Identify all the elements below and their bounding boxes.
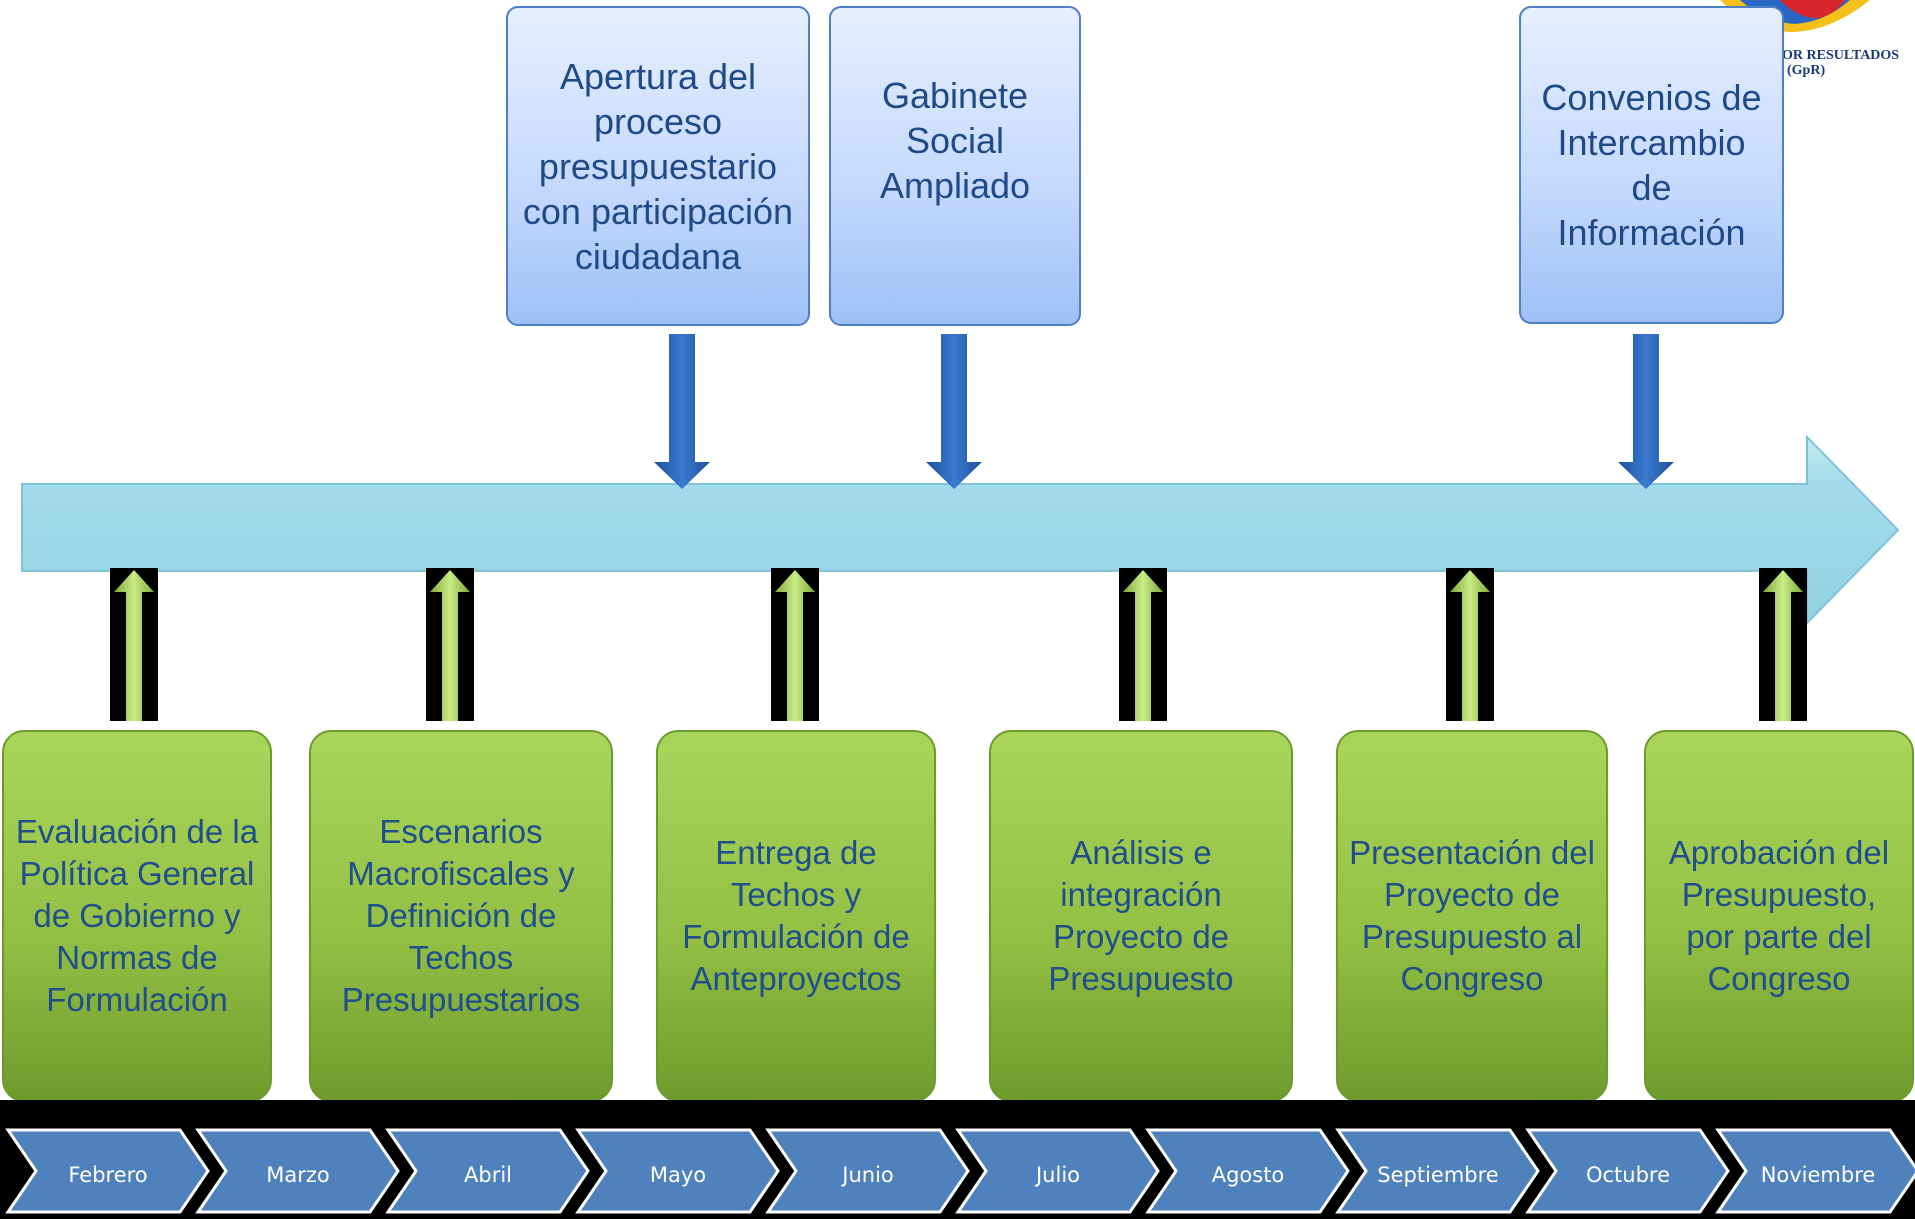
logo-text-line2: (GpR) (1787, 63, 1826, 78)
stage-label: Análisis e integración Proyecto de Presu… (1048, 834, 1234, 997)
stage-box-2: Escenarios Macrofiscales y Definición de… (309, 730, 613, 1102)
month-label-febrero: Febrero (68, 1163, 148, 1187)
down-arrow-gabinete (926, 334, 982, 489)
stage-label: Escenarios Macrofiscales y Definición de… (341, 813, 581, 1018)
stage-label: Aprobación del Presupuesto, por parte de… (1668, 834, 1890, 997)
month-chevron-julio (955, 1128, 1160, 1214)
month-label-abril: Abril (464, 1163, 512, 1187)
stage-box-3: Entrega de Techos y Formulación de Antep… (656, 730, 936, 1102)
stage-box-5: Presentación del Proyecto de Presupuesto… (1336, 730, 1608, 1102)
month-label-mayo: Mayo (649, 1163, 707, 1187)
down-arrow-convenios (1618, 334, 1674, 489)
down-arrow-apertura (654, 334, 710, 489)
month-chevrons (5, 1128, 1915, 1214)
month-chevron-abril (385, 1128, 590, 1214)
event-box-apertura: Apertura del proceso presupuestario con … (506, 6, 810, 326)
month-label-julio: Julio (1035, 1163, 1081, 1187)
month-chevron-septiembre (1335, 1128, 1540, 1214)
event-label: Gabinete Social Ampliado (879, 74, 1031, 206)
event-box-convenios: Convenios de Intercambio de Información (1519, 6, 1784, 324)
stage-label: Presentación del Proyecto de Presupuesto… (1349, 834, 1595, 997)
month-chevron-febrero (5, 1128, 210, 1214)
event-box-gabinete: Gabinete Social Ampliado (829, 6, 1081, 326)
stage-box-1: Evaluación de la Política General de Gob… (2, 730, 272, 1102)
stage-label: Entrega de Techos y Formulación de Antep… (682, 834, 910, 997)
month-label-noviembre: Noviembre (1760, 1163, 1876, 1187)
event-label: Convenios de Intercambio de Información (1541, 77, 1762, 253)
month-label-agosto: Agosto (1211, 1163, 1285, 1187)
up-arrow-3 (771, 568, 819, 721)
month-chevron-marzo (195, 1128, 400, 1214)
event-label: Apertura del proceso presupuestario con … (522, 55, 794, 277)
month-label-octubre: Octubre (1585, 1163, 1671, 1187)
up-arrow-5 (1446, 568, 1494, 721)
month-chevron-agosto (1145, 1128, 1350, 1214)
month-label-marzo: Marzo (266, 1163, 330, 1187)
stage-box-4: Análisis e integración Proyecto de Presu… (989, 730, 1293, 1102)
logo-text-line1: OR RESULTADOS (1782, 48, 1900, 63)
month-chevron-octubre (1525, 1128, 1730, 1214)
month-chevron-junio (765, 1128, 970, 1214)
stage-box-6: Aprobación del Presupuesto, por parte de… (1644, 730, 1914, 1102)
up-arrow-2 (426, 568, 474, 721)
month-label-junio: Junio (842, 1163, 894, 1187)
month-label-septiembre: Septiembre (1377, 1163, 1499, 1187)
up-arrow-6 (1759, 568, 1807, 721)
up-arrow-4 (1119, 568, 1167, 721)
month-chevron-noviembre (1715, 1128, 1915, 1214)
month-chevron-mayo (575, 1128, 780, 1214)
up-arrow-1 (110, 568, 158, 721)
stage-label: Evaluación de la Política General de Gob… (15, 813, 259, 1018)
